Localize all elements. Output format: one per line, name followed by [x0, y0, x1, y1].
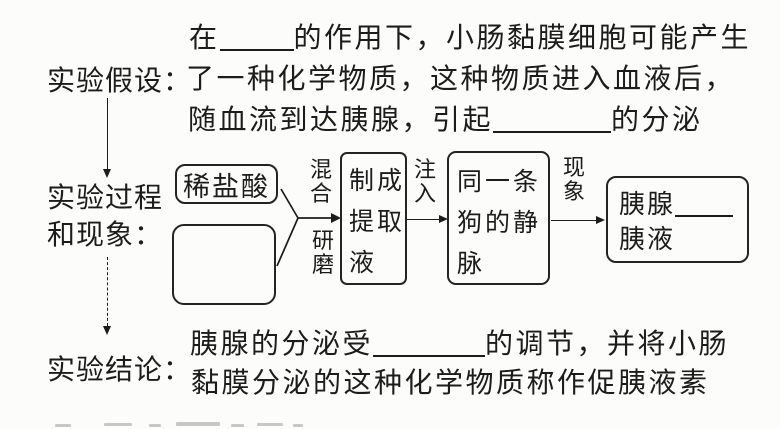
process-label-line2: 和现象：: [47, 220, 164, 251]
conclusion-label: 实验结论：: [47, 355, 193, 386]
grind-label: 研磨: [311, 228, 334, 277]
hypothesis-label: 实验假设：: [47, 66, 193, 97]
extract-box-line3: 液: [349, 250, 378, 277]
merge-arrow: [276, 188, 341, 267]
hypothesis-line-3: 随血流到达胰腺，引起 的分泌: [188, 105, 703, 137]
blank-underline-4: [675, 215, 734, 217]
vein-box-line3: 脉: [457, 251, 486, 278]
result-box-line1: 胰腺: [619, 187, 747, 222]
down-arrow-process-to-conclusion: [102, 257, 111, 335]
hypothesis-line1-pre: 在: [189, 23, 220, 54]
result-box: 胰腺 胰液: [606, 176, 749, 263]
hypothesis-line3-pre: 随血流到达胰腺，引起: [188, 105, 494, 136]
hypothesis-line1-post: 的作用下，小肠黏膜细胞可能产生: [293, 23, 752, 54]
vein-box-line1: 同一条: [457, 169, 542, 196]
vein-box-line2: 狗的静: [457, 210, 542, 237]
blank-underline-2: [493, 131, 612, 133]
result-box-line1-text: 胰腺: [619, 190, 676, 219]
mix-label: 混合: [309, 157, 332, 206]
inject-label: 注入: [413, 157, 436, 206]
process-label-line1: 实验过程: [47, 183, 164, 214]
extract-box: 制成 提取 液: [340, 152, 407, 285]
conclusion-line-1: 胰腺的分泌受 的调节，并将小肠: [190, 329, 729, 361]
empty-ingredient-box: [172, 224, 276, 305]
hypothesis-line3-post: 的分泌: [611, 105, 703, 136]
extract-box-line2: 提取: [349, 209, 406, 236]
result-box-line2: 胰液: [619, 225, 676, 254]
extract-box-line1: 制成: [349, 168, 406, 195]
conclusion-line1-pre: 胰腺的分泌受: [190, 329, 374, 360]
conclusion-line1-post: 的调节，并将小肠: [485, 329, 730, 360]
blank-underline-1: [219, 49, 294, 51]
phenomenon-arrow: [551, 215, 605, 224]
dilute-hcl-box: 稀盐酸: [175, 164, 278, 204]
hypothesis-line-1: 在 的作用下，小肠黏膜细胞可能产生: [189, 23, 751, 55]
conclusion-line-2: 黏膜分泌的这种化学物质称作促胰液素: [191, 368, 710, 399]
hypothesis-line-2: 了一种化学物质，这种物质进入血液后，: [186, 64, 736, 95]
inject-arrow: [407, 214, 448, 223]
phenomenon-label: 现象: [562, 155, 585, 204]
dog-vein-box: 同一条 狗的静 脉: [447, 151, 550, 285]
blank-underline-3: [373, 355, 486, 357]
down-arrow-hypothesis-to-process: [102, 98, 111, 178]
